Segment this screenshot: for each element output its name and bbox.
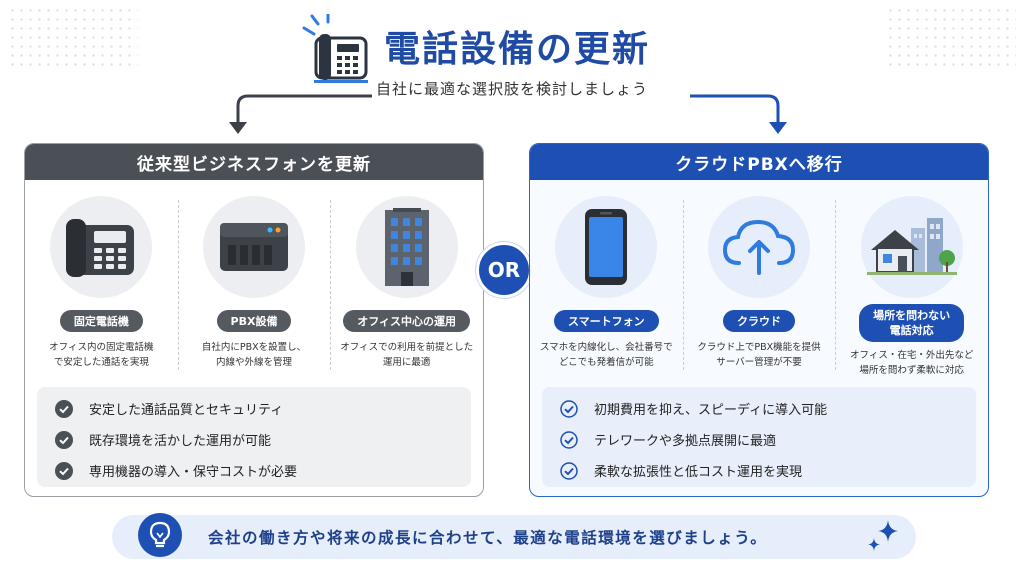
pbx-server-icon — [220, 223, 288, 271]
footer-banner: 会社の働き方や将来の成長に合わせて、最適な電話環境を選びましょう。 — [112, 513, 916, 559]
option-description: オフィスでの利用を前提とした 運用に最適 — [340, 342, 474, 368]
list-item: テレワークや多拠点展開に最適 — [560, 424, 976, 455]
decor-dots-right — [886, 6, 1016, 66]
check-icon — [560, 430, 578, 449]
list-item: 専用機器の導入・保守コストが必要 — [55, 455, 471, 486]
option-desk-phone: 固定電話機 オフィス内の固定電話機 で安定した通話を実現 — [25, 190, 178, 380]
legacy-phone-panel: 従来型ビジネスフォンを更新 固定電話機 オフィス内の固定電話機 で安定した — [24, 143, 484, 497]
house-city-icon — [866, 218, 957, 275]
check-icon — [55, 399, 73, 418]
page-title: 電話設備の更新 — [384, 29, 651, 70]
list-item: 安定した通話品質とセキュリティ — [55, 393, 471, 424]
cloud-upload-icon — [722, 219, 796, 275]
lightbulb-icon — [138, 513, 182, 557]
legacy-checklist: 安定した通話品質とセキュリティ 既存環境を活かした運用が可能 専用機器の導入・保… — [37, 387, 471, 487]
or-badge: OR — [476, 242, 532, 298]
option-label: 固定電話機 — [59, 310, 143, 332]
sparkle-icon — [868, 520, 898, 551]
decor-dots-left — [8, 6, 138, 66]
check-icon — [55, 461, 73, 480]
option-cloud: クラウド クラウド上でPBX機能を提供 サーバー管理が不要 — [682, 190, 836, 380]
option-description: オフィス内の固定電話機 で安定した通話を実現 — [49, 342, 154, 368]
option-description: スマホを内線化し、会社番号で どこでも発着信が可能 — [539, 342, 673, 368]
option-office: オフィス中心の運用 オフィスでの利用を前提とした 運用に最適 — [330, 190, 483, 380]
check-icon — [560, 461, 578, 480]
option-label: クラウド — [723, 310, 795, 332]
option-description: クラウド上でPBX機能を提供 サーバー管理が不要 — [697, 342, 821, 368]
list-item: 柔軟な拡張性と低コスト運用を実現 — [560, 455, 976, 486]
cloud-checklist: 初期費用を抑え、スピーディに導入可能 テレワークや多拠点展開に最適 柔軟な拡張性… — [542, 387, 976, 487]
page-subtitle: 自社に最適な選択肢を検討しましょう — [375, 80, 648, 98]
option-label: オフィス中心の運用 — [343, 310, 471, 332]
option-label: 場所を問わない 電話対応 — [859, 304, 965, 342]
option-pbx: PBX設備 自社内にPBXを設置し、 内線や外線を管理 — [177, 190, 331, 380]
check-icon — [55, 430, 73, 449]
option-description: オフィス・在宅・外出先など 場所を問わず柔軟に対応 — [850, 350, 974, 376]
footer-message: 会社の働き方や将来の成長に合わせて、最適な電話環境を選びましょう。 — [208, 529, 768, 547]
option-smartphone: スマートフォン スマホを内線化し、会社番号で どこでも発着信が可能 — [530, 190, 683, 380]
office-building-icon — [384, 208, 429, 286]
branch-arrows — [229, 94, 787, 134]
legacy-panel-title: 従来型ビジネスフォンを更新 — [25, 144, 483, 180]
option-description: 自社内にPBXを設置し、 内線や外線を管理 — [201, 342, 307, 368]
check-icon — [560, 399, 578, 418]
cloud-panel-title: クラウドPBXへ移行 — [530, 144, 988, 180]
option-anywhere: 場所を問わない 電話対応 オフィス・在宅・外出先など 場所を問わず柔軟に対応 — [835, 190, 988, 380]
option-label: PBX設備 — [216, 310, 292, 332]
cloud-pbx-panel: クラウドPBXへ移行 スマートフォン スマホを内線化し、会社番号で どこでも発着… — [529, 143, 989, 497]
list-item: 既存環境を活かした運用が可能 — [55, 424, 471, 455]
option-label: スマートフォン — [554, 310, 659, 332]
smartphone-icon — [585, 209, 628, 285]
desk-phone-title-icon — [302, 14, 368, 83]
desk-phone-icon — [66, 219, 135, 277]
list-item: 初期費用を抑え、スピーディに導入可能 — [560, 393, 976, 424]
